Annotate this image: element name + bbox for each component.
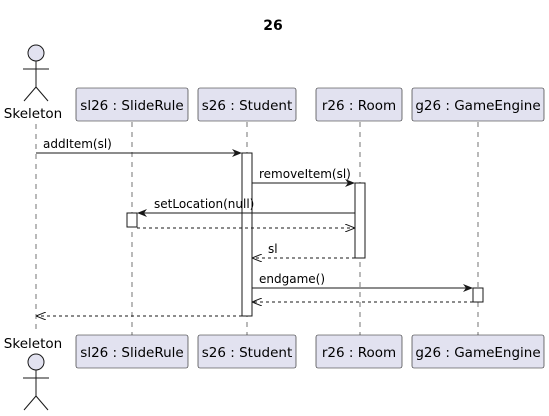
participant-box-sl26-bottom <box>75 334 189 369</box>
stick-figure-icon <box>23 44 49 102</box>
activation-bars <box>126 152 484 317</box>
participant-box-s26-bottom <box>197 334 297 369</box>
participant-label-g26-bottom: g26 : GameEngine <box>415 345 540 361</box>
activation-bar-s26 <box>241 152 253 317</box>
lifelines <box>35 122 479 336</box>
actor-label-bottom: Skeleton <box>4 336 62 352</box>
participant-label-r26: r26 : Room <box>322 98 396 114</box>
actor-label-top: Skeleton <box>4 106 62 122</box>
participants-bottom: sl26 : SlideRule s26 : Student r26 : Roo… <box>75 334 545 369</box>
message-label-additem: addItem(sl) <box>43 137 112 151</box>
participant-label-s26: s26 : Student <box>202 98 293 114</box>
participant-box-g26 <box>411 87 545 122</box>
message-label-return-sl: sl <box>268 242 278 256</box>
activation-bar-g26 <box>472 287 484 303</box>
activation-bar-r26 <box>354 182 366 259</box>
participant-box-r26 <box>315 87 403 122</box>
message-label-endgame: endgame() <box>259 272 325 286</box>
participant-label-r26-bottom: r26 : Room <box>322 345 396 361</box>
participant-box-r26-bottom <box>315 334 403 369</box>
participants-top: sl26 : SlideRule s26 : Student r26 : Roo… <box>75 87 545 122</box>
participant-label-sl26-bottom: sl26 : SlideRule <box>80 345 183 361</box>
actor-bottom: Skeleton <box>4 336 62 411</box>
message-label-setlocation: setLocation(null) <box>154 197 254 211</box>
stick-figure-icon <box>23 353 49 411</box>
actor-top: Skeleton <box>4 44 62 122</box>
messages: addItem(sl) removeItem(sl) setLocation(n… <box>36 137 473 316</box>
participant-box-s26 <box>197 87 297 122</box>
message-label-removeitem: removeItem(sl) <box>259 167 351 181</box>
participant-label-g26: g26 : GameEngine <box>415 98 540 114</box>
participant-box-sl26 <box>75 87 189 122</box>
diagram-title: 26 <box>263 18 282 34</box>
participant-label-sl26: sl26 : SlideRule <box>80 98 183 114</box>
participant-label-s26-bottom: s26 : Student <box>202 345 293 361</box>
activation-bar-sl26 <box>126 212 138 228</box>
participant-box-g26-bottom <box>411 334 545 369</box>
